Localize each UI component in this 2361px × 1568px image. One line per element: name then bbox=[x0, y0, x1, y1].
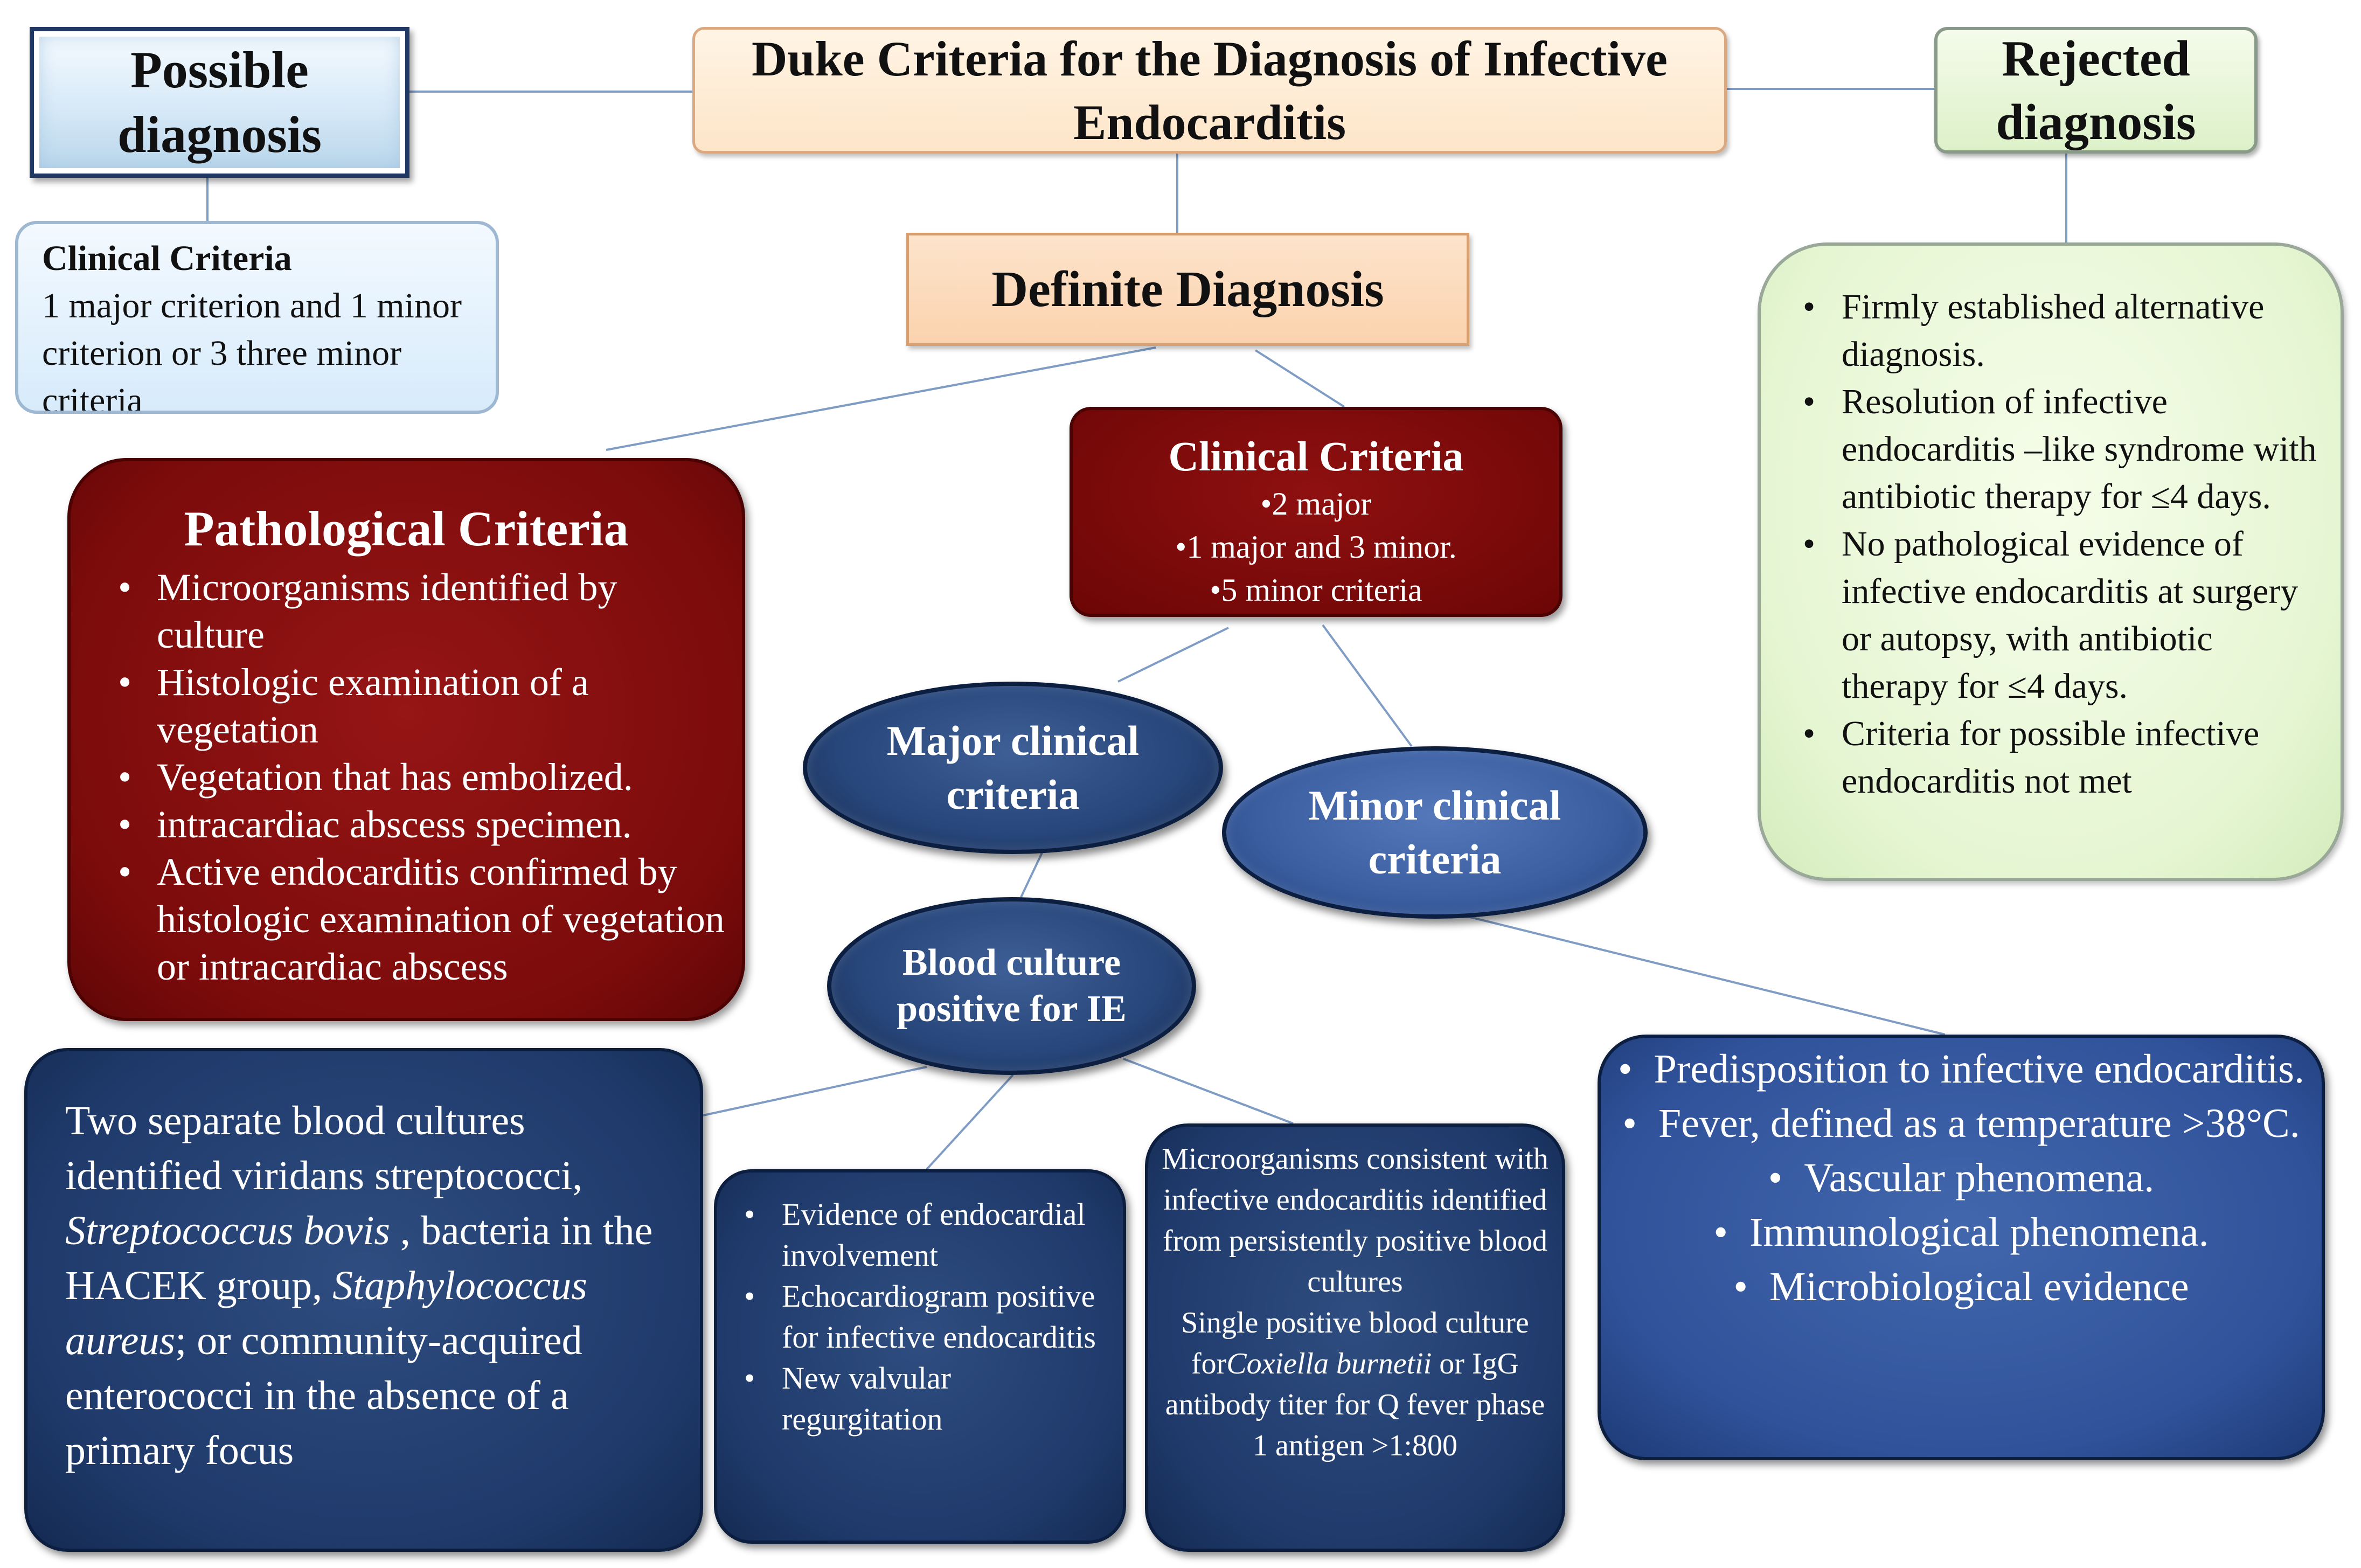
minor-clinical-criteria-oval: Minor clinical criteria bbox=[1222, 746, 1648, 919]
rejected-diagnosis-label: Rejected diagnosis bbox=[1996, 30, 2196, 150]
possible-diagnosis-criteria: Clinical Criteria 1 major criterion and … bbox=[15, 221, 499, 414]
endocardial-evidence-item: Evidence of endocardial involvement bbox=[739, 1194, 1112, 1276]
microorganisms-box: Microorganisms consistent with infective… bbox=[1145, 1123, 1565, 1552]
endocardial-evidence-item: New valvular regurgitation bbox=[739, 1358, 1112, 1440]
pathological-criteria-item: Active endocarditis confirmed by histolo… bbox=[108, 848, 726, 990]
endocardial-evidence-list: Evidence of endocardial involvement Echo… bbox=[739, 1194, 1112, 1440]
rejected-criteria-item: No pathological evidence of infective en… bbox=[1793, 521, 2319, 710]
blood-culture-oval: Blood culture positive for IE bbox=[827, 897, 1196, 1075]
possible-criteria-title: Clinical Criteria bbox=[42, 239, 292, 278]
diagram-title: Duke Criteria for the Diagnosis of Infec… bbox=[751, 31, 1668, 150]
endocardial-evidence-item: Echocardiogram positive for infective en… bbox=[739, 1276, 1112, 1358]
minor-criteria-item: •Fever, defined as a temperature >38°C. bbox=[1622, 1101, 2300, 1146]
rejected-criteria-item: Firmly established alternative diagnosis… bbox=[1793, 283, 2319, 378]
microorganisms-text: Single positive blood culture for bbox=[1181, 1306, 1529, 1380]
connector-blood-evidence bbox=[926, 1074, 1014, 1170]
pathological-criteria-list: Microorganisms identified by culture His… bbox=[108, 564, 726, 990]
connector-blood-micro bbox=[1123, 1058, 1294, 1125]
blood-culture-organisms-box: Two separate blood cultures identified v… bbox=[24, 1048, 703, 1552]
blood-culture-text: Two separate blood cultures identified v… bbox=[65, 1098, 583, 1198]
connector-clinical-major bbox=[1117, 627, 1229, 683]
possible-diagnosis-heading: Possible diagnosis bbox=[30, 27, 409, 178]
pathological-criteria-item: intracardiac abscess specimen. bbox=[108, 801, 726, 848]
possible-criteria-text: 1 major criterion and 1 minor criterion … bbox=[42, 286, 462, 414]
connector-blood-left bbox=[703, 1066, 927, 1116]
rejected-criteria-list: Firmly established alternative diagnosis… bbox=[1793, 283, 2319, 805]
pathological-criteria-title: Pathological Criteria bbox=[184, 501, 629, 556]
rejected-diagnosis-criteria: Firmly established alternative diagnosis… bbox=[1758, 242, 2344, 881]
minor-criteria-item: •Vascular phenomena. bbox=[1768, 1155, 2155, 1201]
connector-clinical-minor bbox=[1322, 624, 1413, 747]
blood-culture-label: Blood culture positive for IE bbox=[897, 942, 1127, 1030]
clinical-criteria-item: •2 major bbox=[1260, 486, 1372, 522]
pathological-criteria-item: Histologic examination of a vegetation bbox=[108, 658, 726, 753]
pathological-criteria-item: Microorganisms identified by culture bbox=[108, 564, 726, 658]
diagram-title-box: Duke Criteria for the Diagnosis of Infec… bbox=[692, 27, 1727, 154]
connector-definite-patho bbox=[606, 346, 1156, 451]
microorganisms-text: Microorganisms consistent with infective… bbox=[1162, 1142, 1548, 1299]
microorganisms-text: or IgG antibody titer for Q fever phase … bbox=[1165, 1347, 1545, 1462]
clinical-criteria-item: •5 minor criteria bbox=[1210, 572, 1422, 608]
connector-definite-clinical bbox=[1254, 349, 1345, 408]
major-clinical-criteria-oval: Major clinical criteria bbox=[803, 682, 1223, 854]
blood-culture-text: , bacteria in the HACEK group, bbox=[65, 1208, 653, 1308]
clinical-criteria-title: Clinical Criteria bbox=[1168, 433, 1464, 480]
blood-culture-text: ; or community-acquired enterococci in t… bbox=[65, 1318, 582, 1473]
definite-diagnosis-box: Definite Diagnosis bbox=[906, 233, 1469, 346]
minor-clinical-criteria-label: Minor clinical criteria bbox=[1308, 782, 1561, 883]
major-clinical-criteria-label: Major clinical criteria bbox=[886, 717, 1140, 818]
connector-major-blood bbox=[1020, 845, 1046, 898]
rejected-diagnosis-heading: Rejected diagnosis bbox=[1934, 27, 2258, 154]
pathological-criteria-box: Pathological Criteria Microorganisms ide… bbox=[67, 458, 745, 1021]
minor-criteria-box: •Predisposition to infective endocarditi… bbox=[1598, 1035, 2325, 1460]
endocardial-evidence-box: Evidence of endocardial involvement Echo… bbox=[714, 1169, 1126, 1544]
pathological-criteria-item: Vegetation that has embolized. bbox=[108, 753, 726, 801]
organism-name: Coxiella burnetii bbox=[1226, 1347, 1432, 1380]
clinical-criteria-item: •1 major and 3 minor. bbox=[1175, 529, 1457, 565]
connector-minor-box bbox=[1454, 912, 1946, 1036]
minor-criteria-item: •Predisposition to infective endocarditi… bbox=[1618, 1046, 2304, 1092]
definite-diagnosis-label: Definite Diagnosis bbox=[991, 261, 1384, 317]
rejected-criteria-item: Resolution of infective endocarditis –li… bbox=[1793, 378, 2319, 521]
minor-criteria-item: •Immunological phenomena. bbox=[1713, 1210, 2209, 1255]
organism-name: Streptococcus bovis bbox=[65, 1208, 400, 1253]
clinical-criteria-box: Clinical Criteria •2 major •1 major and … bbox=[1070, 407, 1563, 617]
possible-diagnosis-label: Possible diagnosis bbox=[117, 41, 322, 163]
organism-name: Staphylococcus aureus bbox=[65, 1263, 587, 1363]
rejected-criteria-item: Criteria for possible infective endocard… bbox=[1793, 710, 2319, 805]
minor-criteria-item: •Microbiological evidence bbox=[1733, 1264, 2189, 1309]
